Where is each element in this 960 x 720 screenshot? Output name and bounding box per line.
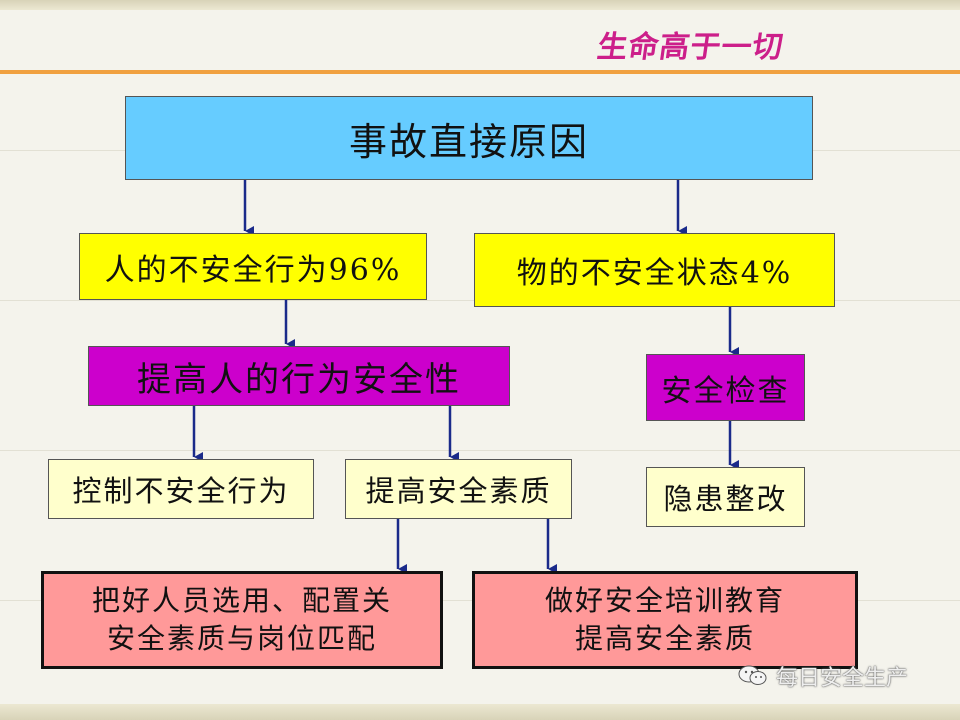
training-line-1: 做好安全培训教育 [544, 584, 785, 618]
human-behavior-box: 人的不安全行为96% [79, 233, 427, 300]
bottom-border [0, 704, 960, 720]
selection-line-2: 安全素质与岗位匹配 [106, 622, 377, 655]
selection-line-1: 把好人员选用、配置关 [91, 584, 392, 618]
training-box: 做好安全培训教育 提高安全素质 [472, 571, 858, 669]
safety-check-box: 安全检查 [646, 354, 805, 421]
improve-behavior-box: 提高人的行为安全性 [88, 346, 510, 406]
watermark-text: 每日安全生产 [776, 666, 909, 691]
header-rule [0, 70, 960, 74]
control-unsafe-box: 控制不安全行为 [48, 459, 314, 519]
wechat-icon [738, 665, 768, 687]
watermark: 每日安全生产 [738, 660, 908, 692]
top-border [0, 0, 960, 10]
hazard-fix-box: 隐患整改 [646, 467, 805, 527]
training-line-2: 提高安全素质 [574, 622, 755, 655]
background-line [0, 450, 960, 451]
object-state-box: 物的不安全状态4% [474, 233, 835, 307]
root-cause-box: 事故直接原因 [125, 96, 813, 180]
improve-quality-box: 提高安全素质 [345, 459, 572, 519]
selection-box: 把好人员选用、配置关 安全素质与岗位匹配 [41, 571, 443, 669]
